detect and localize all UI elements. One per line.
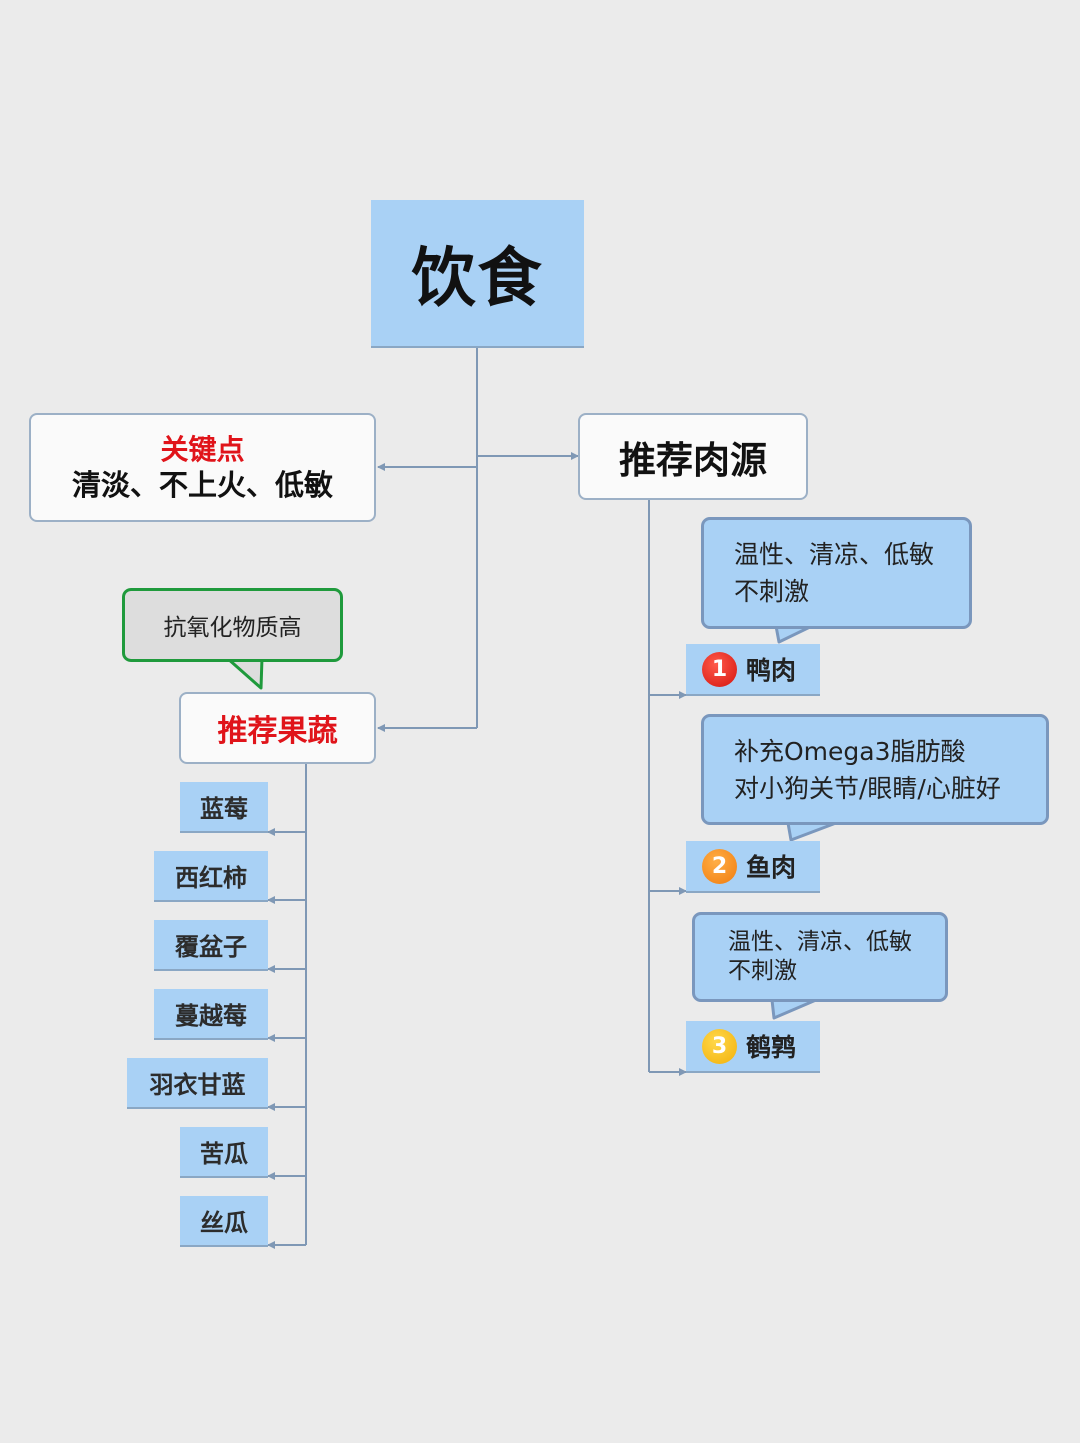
- number-badge-icon: 2: [702, 848, 737, 884]
- fruit-item-label: 羽衣甘蓝: [149, 1071, 246, 1099]
- root-node[interactable]: 饮食: [371, 200, 584, 348]
- meat-note-2-line-1: 补充Omega3脂肪酸: [734, 736, 966, 766]
- fruit-item[interactable]: 羽衣甘蓝: [127, 1058, 268, 1109]
- fruit-item-label: 蓝莓: [200, 795, 248, 823]
- fruit-note-text: 抗氧化物质高: [163, 615, 302, 641]
- key-points-title: 关键点: [160, 432, 245, 466]
- fruit-item[interactable]: 苦瓜: [180, 1127, 268, 1178]
- meat-note-1-line-1: 温性、清凉、低敏: [734, 540, 935, 569]
- fruit-item[interactable]: 西红柿: [154, 851, 268, 902]
- meat-note-2-line-2: 对小狗关节/眼睛/心脏好: [734, 773, 1001, 803]
- fruit-item-label: 丝瓜: [200, 1209, 248, 1237]
- meat-item-2[interactable]: 2 鱼肉: [686, 841, 820, 893]
- meat-note-1-line-2: 不刺激: [734, 577, 810, 606]
- fruit-item[interactable]: 覆盆子: [154, 920, 268, 971]
- meat-item-1[interactable]: 1 鸭肉: [686, 644, 820, 696]
- meat-item-label: 鱼肉: [746, 853, 797, 882]
- meat-item-label: 鹌鹑: [746, 1033, 797, 1062]
- fruit-item-label: 蔓越莓: [175, 1002, 247, 1030]
- fruits-node[interactable]: 推荐果蔬: [179, 692, 376, 764]
- meat-note-3-line-1: 温性、清凉、低敏: [728, 929, 912, 955]
- meat-note-1: 温性、清凉、低敏 不刺激: [701, 517, 972, 629]
- fruit-item-label: 覆盆子: [175, 933, 247, 961]
- meat-note-2: 补充Omega3脂肪酸 对小狗关节/眼睛/心脏好: [701, 714, 1049, 825]
- fruit-item-label: 苦瓜: [200, 1140, 248, 1168]
- meat-note-3: 温性、清凉、低敏 不刺激: [692, 912, 948, 1002]
- fruit-note: 抗氧化物质高: [122, 588, 343, 662]
- meat-title: 推荐肉源: [619, 438, 767, 482]
- root-label: 饮食: [411, 242, 544, 316]
- key-points-text: 清淡、不上火、低敏: [71, 467, 333, 502]
- meat-note-tail-cover-2: [789, 822, 835, 834]
- meat-note-tail-cover-3: [773, 999, 815, 1011]
- meat-node[interactable]: 推荐肉源: [578, 413, 808, 500]
- meat-item-label: 鸭肉: [746, 656, 797, 685]
- meat-item-3[interactable]: 3 鹌鹑: [686, 1021, 820, 1073]
- fruit-item[interactable]: 蓝莓: [180, 782, 268, 833]
- fruit-item[interactable]: 丝瓜: [180, 1196, 268, 1247]
- number-badge-icon: 1: [702, 651, 737, 687]
- number-badge-icon: 3: [702, 1028, 737, 1064]
- key-points-node[interactable]: 关键点 清淡、不上火、低敏: [29, 413, 376, 522]
- fruit-item-label: 西红柿: [175, 864, 247, 892]
- fruits-title: 推荐果蔬: [217, 714, 338, 749]
- meat-note-3-line-2: 不刺激: [728, 958, 797, 984]
- fruit-item[interactable]: 蔓越莓: [154, 989, 268, 1040]
